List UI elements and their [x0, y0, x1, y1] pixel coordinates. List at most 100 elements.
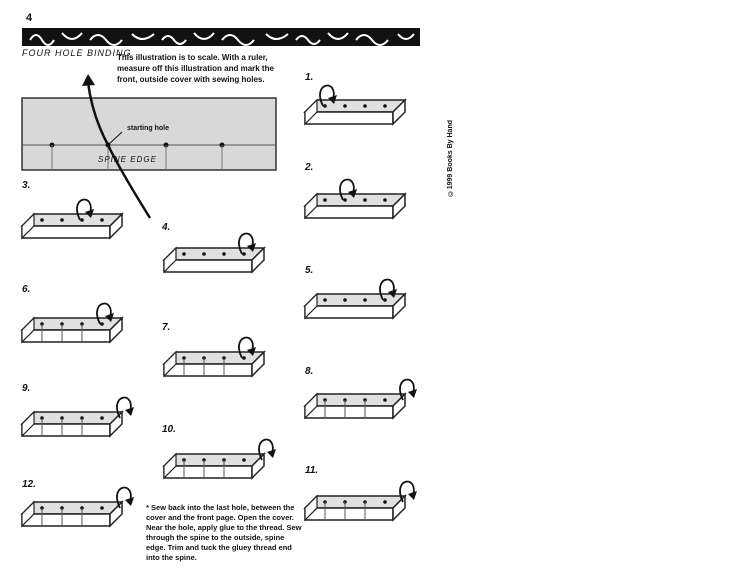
book-front-face — [304, 305, 394, 319]
book-top-face — [303, 495, 407, 509]
book-spine-face — [21, 410, 35, 438]
sewing-hole — [80, 218, 84, 222]
book-top-face — [20, 213, 124, 227]
book-spine-face — [304, 192, 318, 220]
book-spine-face — [21, 500, 35, 528]
thread-loop — [238, 336, 254, 359]
sewing-hole — [323, 104, 327, 108]
direction-arrow-icon — [125, 497, 134, 506]
book-side-face — [392, 292, 406, 320]
book-front-face — [163, 259, 253, 273]
book-side-face — [109, 212, 123, 240]
thread-loop — [76, 198, 92, 221]
page-number: 4 — [26, 12, 33, 24]
book-front-face — [304, 205, 394, 219]
direction-arrow-icon — [267, 449, 276, 458]
step-label: 8. — [305, 366, 314, 377]
sewing-hole — [383, 104, 387, 108]
step-label: 12. — [22, 479, 36, 490]
step-label: 2. — [305, 162, 314, 173]
sewing-hole — [323, 198, 327, 202]
direction-arrow-icon — [247, 243, 256, 252]
book-front-face — [163, 465, 253, 479]
sewing-hole — [222, 252, 226, 256]
sewing-hole — [323, 298, 327, 302]
book-spine-face — [304, 292, 318, 320]
spine-edge-label: SPINE EDGE — [98, 155, 157, 164]
sewing-hole — [363, 104, 367, 108]
book-side-face — [251, 350, 265, 378]
thread-loop — [399, 480, 415, 503]
direction-arrow-icon — [348, 189, 357, 198]
book-front-face — [21, 329, 111, 343]
book-spine-face — [304, 98, 318, 126]
direction-arrow-icon — [125, 407, 134, 416]
thread-loop — [116, 396, 132, 419]
step-label: 3. — [22, 180, 31, 191]
sewing-hole — [343, 298, 347, 302]
book-spine-face — [21, 212, 35, 240]
thread-loop — [116, 486, 132, 509]
thread-loop — [319, 84, 335, 107]
book-front-face — [304, 111, 394, 125]
step-label: 9. — [22, 383, 31, 394]
direction-arrow-icon — [105, 313, 114, 322]
sewing-hole — [383, 198, 387, 202]
intro-text: This illustration is to scale. With a ru… — [117, 53, 274, 84]
book-top-face — [162, 247, 266, 261]
direction-arrow-icon — [328, 95, 337, 104]
book-spine-face — [304, 392, 318, 420]
decorative-banner — [22, 28, 420, 46]
sewing-hole — [242, 458, 246, 462]
book-side-face — [251, 246, 265, 274]
book-top-face — [303, 99, 407, 113]
step-label: 11. — [305, 465, 319, 476]
book-top-face — [20, 317, 124, 331]
thread-loop — [96, 302, 112, 325]
book-side-face — [392, 192, 406, 220]
book-top-face — [20, 411, 124, 425]
sewing-hole — [100, 218, 104, 222]
book-top-face — [303, 393, 407, 407]
sewing-hole — [242, 356, 246, 360]
step-label: 6. — [22, 284, 31, 295]
book-front-face — [21, 423, 111, 437]
step-label: 5. — [305, 265, 314, 276]
book-front-face — [163, 363, 253, 377]
thread-loop — [258, 438, 274, 461]
book-spine-face — [163, 350, 177, 378]
book-top-face — [303, 193, 407, 207]
step-label: 1. — [305, 72, 314, 83]
book-top-face — [303, 293, 407, 307]
book-spine-face — [21, 316, 35, 344]
sewing-hole — [363, 198, 367, 202]
direction-arrow-icon — [408, 389, 417, 398]
sewing-hole — [100, 322, 104, 326]
sewing-hole — [40, 218, 44, 222]
sewing-hole — [100, 506, 104, 510]
direction-arrow-icon — [247, 347, 256, 356]
book-side-face — [392, 98, 406, 126]
book-top-face — [162, 351, 266, 365]
banner-ornament — [29, 32, 415, 46]
binding-title: FOUR HOLE BINDING — [22, 48, 132, 58]
book-side-face — [109, 316, 123, 344]
book-front-face — [21, 225, 111, 239]
book-front-face — [304, 507, 394, 521]
book-top-face — [20, 501, 124, 515]
step-label: 4. — [162, 222, 171, 233]
starting-hole-label: starting hole — [127, 125, 170, 132]
sewing-hole — [363, 298, 367, 302]
step-label: 7. — [162, 322, 171, 333]
direction-arrow-icon — [388, 289, 397, 298]
book-front-face — [304, 405, 394, 419]
thread-loop — [399, 378, 415, 401]
book-top-face — [162, 453, 266, 467]
sewing-hole — [60, 218, 64, 222]
direction-arrow-icon — [85, 209, 94, 218]
step-label: 10. — [162, 424, 176, 435]
thread-loop — [379, 278, 395, 301]
book-spine-face — [304, 494, 318, 522]
